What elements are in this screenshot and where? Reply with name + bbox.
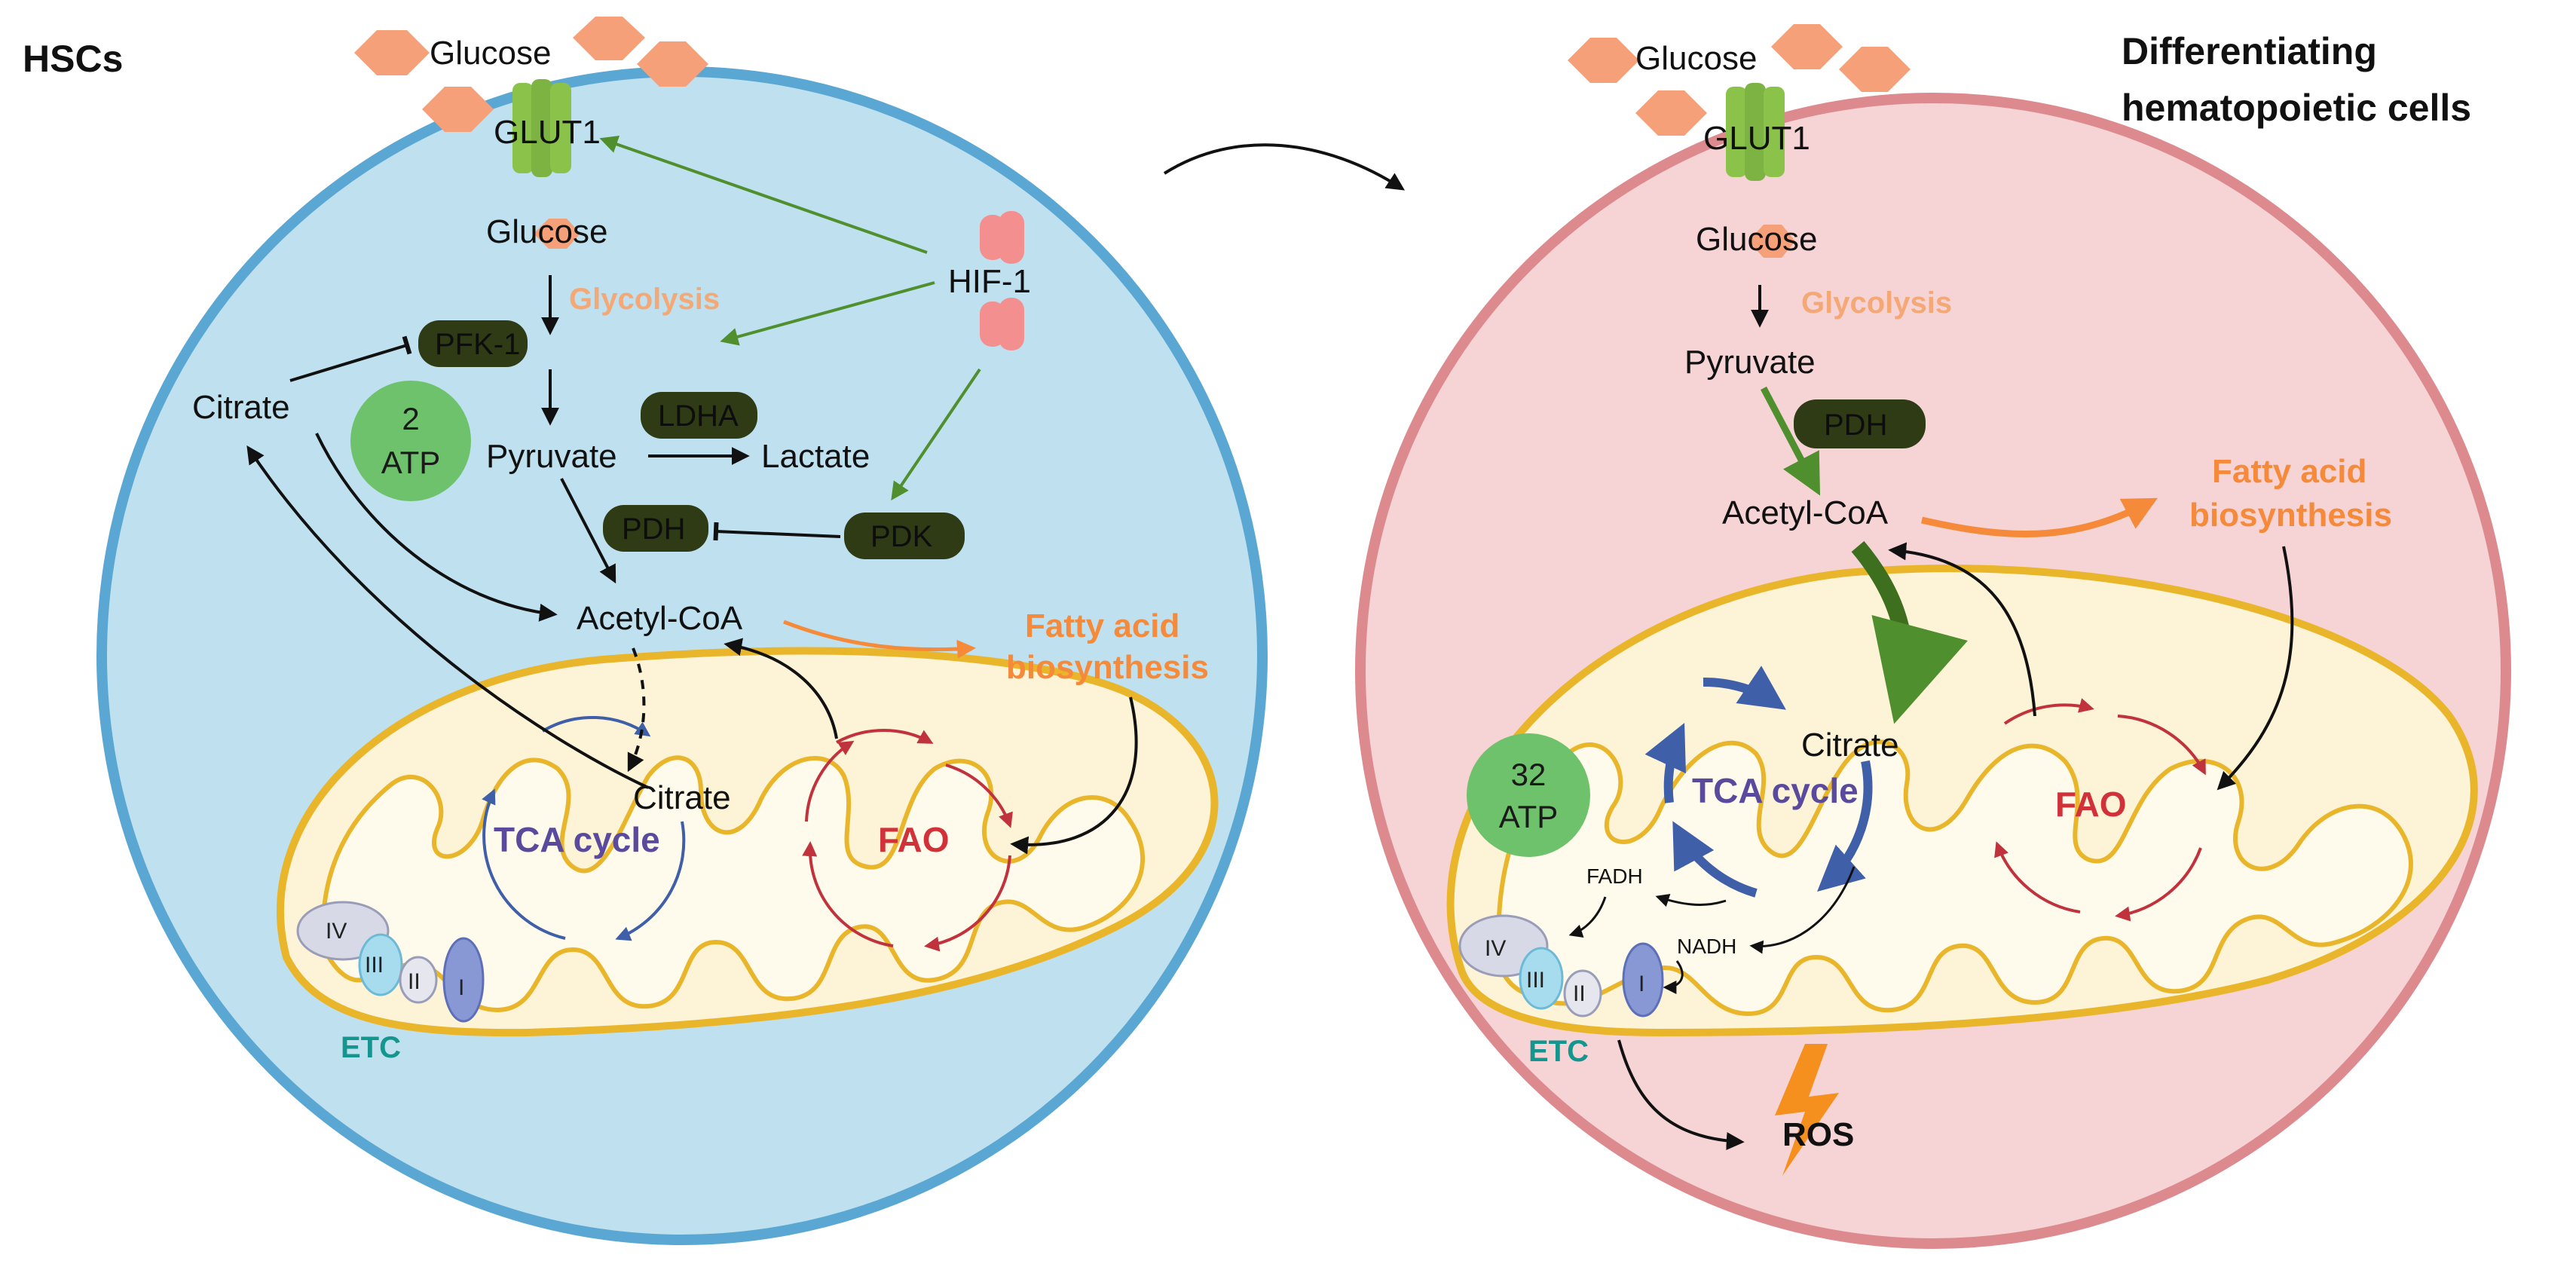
nadh-to-complex-i-arrow (1663, 960, 1684, 994)
right-acetyl-coa: Acetyl-CoA (1722, 494, 1889, 531)
left-tca-label: TCA cycle (494, 820, 660, 859)
fadh-to-etc-arrow (1568, 896, 1607, 938)
right-etc-label: ETC (1528, 1035, 1589, 1068)
left-acetylcoa-to-fatty-acid-arrow (783, 620, 976, 659)
hif1-icon (980, 211, 1024, 350)
left-fatty-acid-line1: Fatty acid (1025, 607, 1179, 644)
right-pdh-label: PDH (1824, 409, 1887, 442)
left-glucose-inside: Glucose (486, 213, 607, 250)
tca-to-fadh-arrow (1655, 894, 1727, 907)
right-glut1-transporter-icon (1726, 83, 1785, 181)
left-title: HSCs (23, 38, 123, 80)
right-fatty-acid-line1: Fatty acid (2212, 453, 2366, 490)
pdk-inhibits-pdh (713, 522, 841, 541)
differentiation-arrow (1163, 143, 1406, 191)
right-complex-iv: IV (1485, 936, 1506, 961)
left-atp-badge (350, 381, 471, 501)
left-fao-label: FAO (878, 820, 950, 859)
left-cell: Glucose GLUT1 Glucose HIF-1 Gl (96, 17, 1268, 1245)
right-pyruvate-to-acetylcoa-arrow (1761, 386, 1821, 496)
right-tca-cycle-arrows (1644, 666, 1873, 898)
right-atp-number: 32 (1511, 757, 1547, 792)
right-atp-badge (1467, 733, 1590, 857)
left-pdh-label: PDH (622, 513, 685, 546)
right-complex-i: I (1638, 972, 1644, 996)
left-pyruvate: Pyruvate (486, 438, 617, 475)
lightning-bolt-icon (1775, 1044, 1839, 1176)
left-glucose-outside: Glucose (430, 35, 551, 72)
citrate-to-acetylcoa-arrow (315, 433, 558, 622)
right-atp-label: ATP (1499, 799, 1559, 834)
left-glucose-inside-icon (534, 219, 580, 249)
right-title-line1: Differentiating (2122, 30, 2377, 72)
left-mitochondrion (277, 647, 1219, 1037)
right-glucose-outside: Glucose (1635, 40, 1757, 77)
left-glut1-transporter-icon (512, 79, 571, 177)
left-glucose-molecules (354, 17, 708, 132)
ldha-label: LDHA (658, 399, 739, 433)
right-complex-ii: II (1573, 981, 1586, 1006)
etc-to-ros-arrow (1617, 1039, 1745, 1151)
left-fatty-acid-to-fao-arrow (1010, 696, 1138, 855)
right-fatty-acid-line2: biosynthesis (2189, 497, 2392, 534)
left-complex-i: I (458, 975, 464, 1000)
fao-to-acetylcoa-arrow (724, 638, 838, 739)
right-etc-complexes (1458, 914, 1664, 1017)
left-glycolysis-label: Glycolysis (569, 283, 720, 316)
right-pdh-enzyme (1794, 399, 1926, 448)
lactate-label: Lactate (761, 438, 870, 475)
left-etc-label: ETC (341, 1031, 401, 1064)
left-atp-number: 2 (402, 401, 419, 436)
right-glycolysis-label: Glycolysis (1801, 286, 1952, 320)
tca-to-nadh-arrow (1749, 866, 1856, 954)
left-fatty-acid-line2: biosynthesis (1006, 649, 1209, 686)
right-glucose-molecules (1568, 24, 1911, 136)
pdk-enzyme (844, 513, 965, 559)
hif1-arrows (599, 135, 981, 500)
right-tca-label: TCA cycle (1692, 771, 1859, 810)
left-fao-cycle-arrows (802, 728, 1013, 952)
hif1-label: HIF-1 (948, 263, 1031, 300)
left-atp-label: ATP (381, 445, 441, 480)
fadh-label: FADH (1586, 864, 1643, 888)
left-tca-cycle-arrows (482, 716, 686, 941)
right-acetylcoa-to-fatty-acid-arrow (1920, 497, 2158, 538)
right-fao-cycle-arrows (1994, 698, 2206, 922)
nadh-label: NADH (1677, 935, 1736, 958)
right-complex-iii: III (1526, 968, 1545, 993)
right-fao-label: FAO (2055, 785, 2127, 824)
left-etc-complexes (296, 901, 485, 1023)
pdk-label: PDK (870, 520, 933, 553)
right-citrate: Citrate (1801, 727, 1899, 763)
pfk1-label: PFK-1 (435, 328, 520, 361)
ldha-enzyme (641, 392, 757, 439)
right-fao-to-acetylcoa-arrow (1888, 542, 2036, 717)
right-pyruvate: Pyruvate (1684, 344, 1816, 381)
ros-label: ROS (1782, 1116, 1854, 1153)
left-glut1-label: GLUT1 (494, 114, 601, 151)
left-citrate-mito: Citrate (633, 779, 731, 816)
right-fatty-acid-to-fao-arrow (2217, 546, 2294, 791)
left-pyruvate-to-acetylcoa-arrow (560, 478, 616, 584)
left-pdh-enzyme (603, 505, 708, 552)
right-glucose-inside-icon (1748, 225, 1795, 258)
right-title-line2: hematopoietic cells (2122, 87, 2471, 129)
right-acetylcoa-to-citrate-arrow (1851, 540, 1968, 724)
right-cell: Glucose GLUT1 Glucose Glycolysis Pyruvat… (1355, 24, 2511, 1249)
left-complex-iv: IV (326, 919, 347, 944)
left-citrate-cytosol: Citrate (192, 389, 290, 426)
mito-citrate-export-arrow (246, 445, 649, 789)
left-complex-ii: II (408, 969, 421, 994)
citrate-inhibits-pfk1 (289, 335, 412, 382)
left-complex-iii: III (365, 953, 384, 978)
left-acetyl-coa: Acetyl-CoA (577, 600, 743, 637)
right-glucose-inside: Glucose (1696, 221, 1817, 258)
pfk1-enzyme (418, 320, 528, 367)
right-glut1-label: GLUT1 (1703, 120, 1810, 157)
